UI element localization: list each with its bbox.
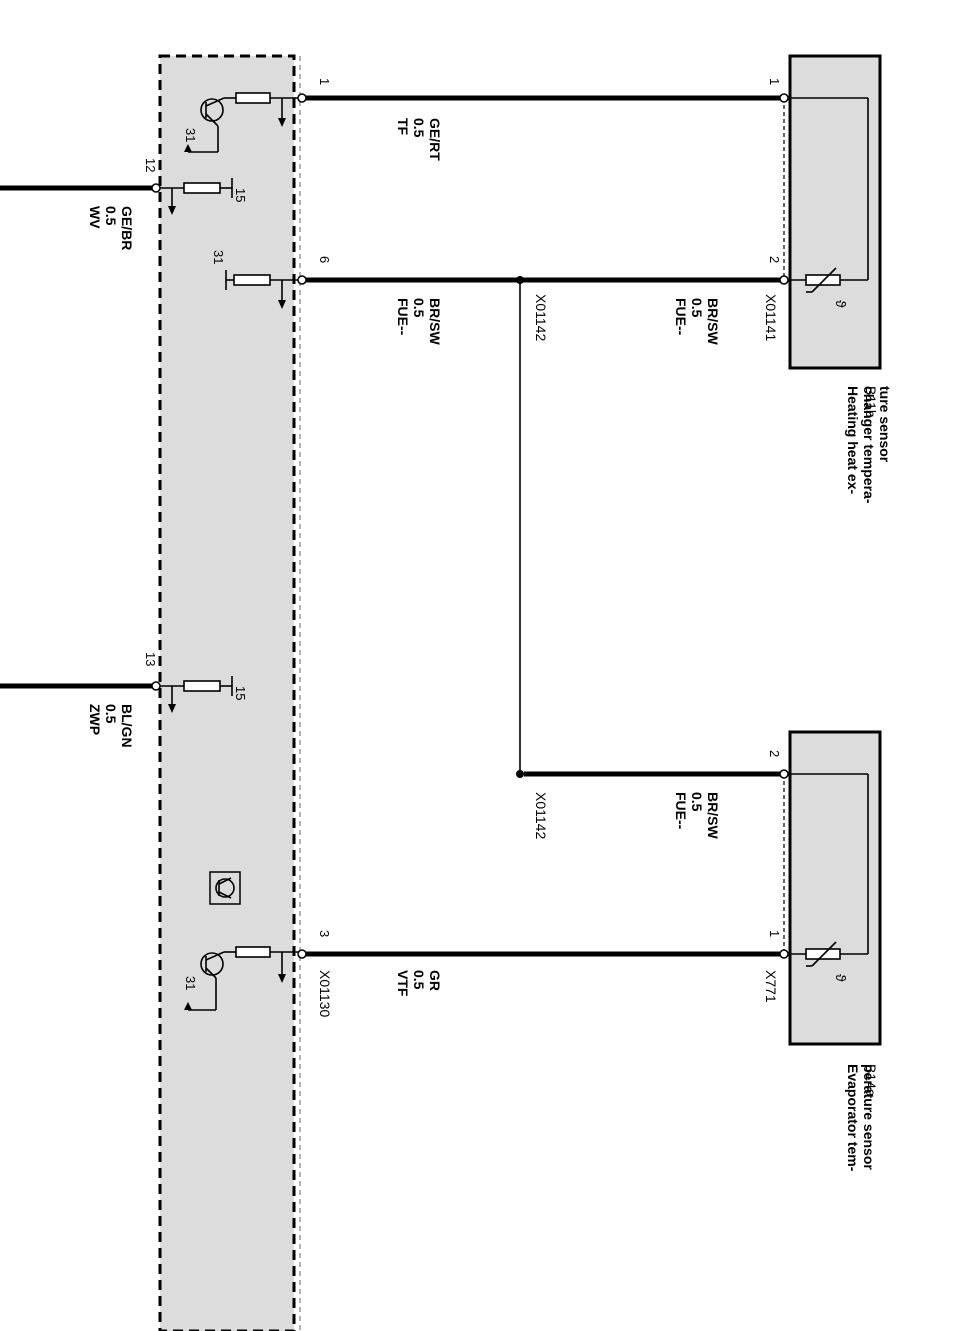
- b14a-name: Evaporator tem- perature sensor: [845, 1064, 877, 1175]
- module-pin-vtf: 3: [317, 930, 332, 937]
- module-pin-tf: 1: [317, 78, 332, 85]
- supply-15-wv: 15: [233, 188, 248, 202]
- sensor-b11b: ϑ 1 2 X01141 B11b Heating heat ex- chang…: [763, 54, 893, 507]
- ground-31-tf: 31: [183, 128, 198, 142]
- ground-31-vtf: 31: [183, 976, 198, 990]
- label-wire-fue-b11b: FUE-- 0.5 BR/SW: [673, 298, 721, 345]
- wire-labels: TF 0.5 GE/RT FUE-- 0.5 BR/SW X01142 FUE-…: [87, 118, 721, 1000]
- supply-15-zwp: 15: [233, 686, 248, 700]
- b14a-id: B14a: [863, 1064, 879, 1097]
- label-wire-fue-b14a: FUE-- 0.5 BR/SW: [673, 792, 721, 839]
- b14a-pin-1: 1: [767, 930, 782, 937]
- module-circuit-zwp: 15: [160, 676, 248, 713]
- splice-label-bottom: X01142: [533, 792, 549, 839]
- b11b-pin-2: 2: [767, 256, 782, 263]
- b11b-pin-1: 1: [767, 78, 782, 85]
- module-circuit-tf: 31: [183, 92, 300, 153]
- b11b-id: B11b: [863, 386, 879, 418]
- splice-label-top: X01142: [533, 294, 549, 341]
- label-wire-zwp: ZWP 0.5 BL/GN: [87, 704, 135, 748]
- esd-symbol-icon: [209, 871, 241, 905]
- thermistor-symbol-icon: ϑ: [833, 300, 849, 308]
- b11b-connector-label: X01141: [763, 294, 779, 341]
- ground-31-fue: 31: [211, 250, 226, 264]
- b14a-box: [788, 730, 882, 1046]
- label-wire-vtf: VTF 0.5 GR: [395, 970, 443, 1000]
- splice-node-bottom: [516, 770, 524, 778]
- label-wire-fue-module: FUE-- 0.5 BR/SW: [395, 298, 443, 345]
- b14a-pin-2: 2: [767, 750, 782, 757]
- module-circuit-fue: 31: [211, 250, 300, 309]
- b11b-name: Heating heat ex- changer tempera- ture s…: [845, 386, 893, 507]
- wires: [0, 93, 789, 959]
- module-pin-zwp: 13: [143, 652, 158, 666]
- label-wire-wv: WV 0.5 GE/BR: [87, 206, 135, 250]
- sensor-b14a: ϑ 2 1 X771 B14a Evaporator tem- perature…: [763, 730, 882, 1175]
- module-pin-fue: 6: [317, 256, 332, 263]
- splice-node-top: [516, 276, 524, 284]
- module-circuit-vtf: 31: [183, 946, 300, 1011]
- control-module: 31 15 31: [143, 54, 333, 1331]
- module-box: [158, 54, 296, 1331]
- label-wire-tf: TF 0.5 GE/RT: [395, 118, 443, 161]
- thermistor-symbol-icon: ϑ: [833, 974, 849, 982]
- module-circuit-wv: 15: [160, 178, 248, 215]
- module-pin-wv: 12: [143, 158, 158, 172]
- module-connector-label: X01130: [317, 970, 333, 1017]
- b14a-connector-label: X771: [763, 970, 779, 1003]
- b11b-box: [788, 54, 882, 370]
